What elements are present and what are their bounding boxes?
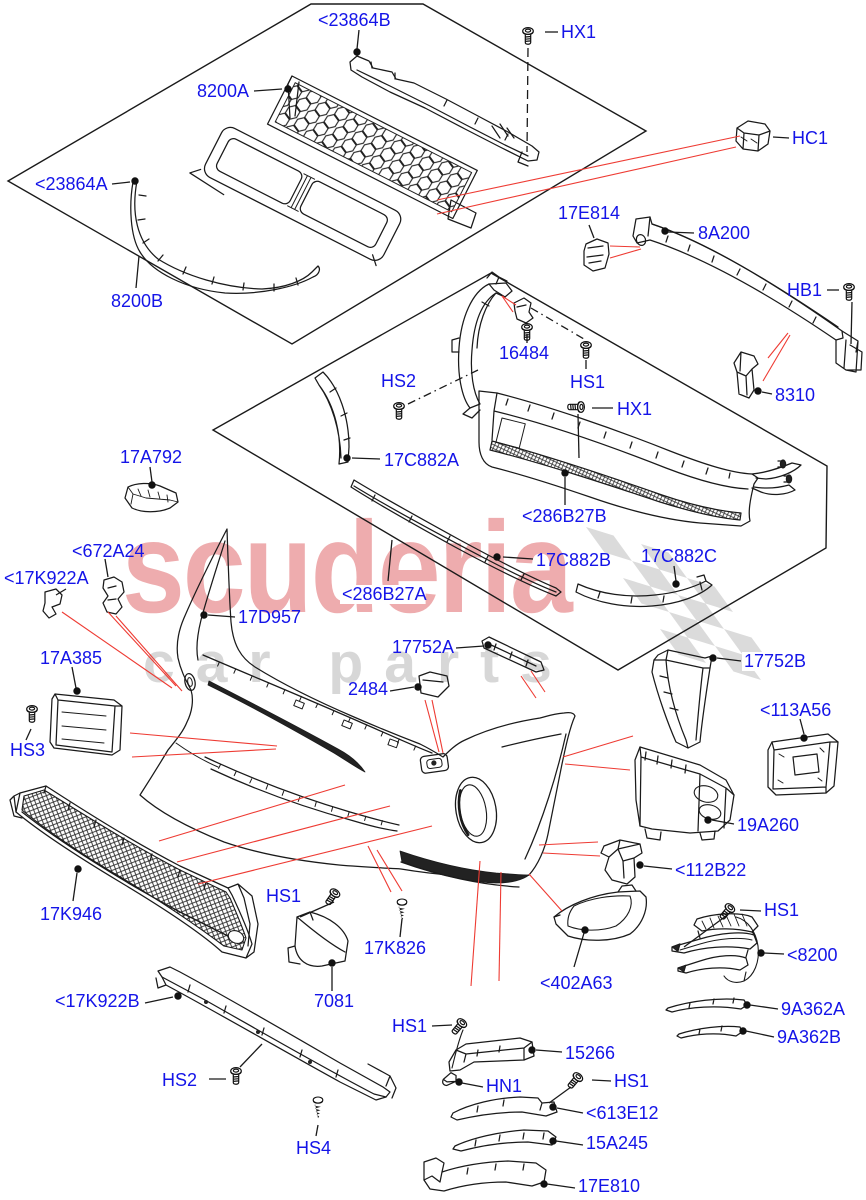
svg-text:HX1: HX1 (561, 22, 596, 42)
svg-text:HS1: HS1 (392, 1016, 427, 1036)
svg-text:HN1: HN1 (486, 1076, 522, 1096)
svg-text:<8200: <8200 (787, 945, 838, 965)
svg-text:15A245: 15A245 (586, 1133, 648, 1153)
svg-text:<613E12: <613E12 (586, 1103, 659, 1123)
svg-text:8310: 8310 (775, 385, 815, 405)
svg-text:8A200: 8A200 (698, 223, 750, 243)
svg-text:<113A56: <113A56 (760, 700, 831, 720)
svg-text:<17K922A: <17K922A (4, 568, 89, 588)
svg-text:17A792: 17A792 (120, 447, 182, 467)
svg-text:<286B27A: <286B27A (342, 584, 427, 604)
svg-text:8200B: 8200B (111, 291, 163, 311)
svg-text:16484: 16484 (499, 343, 549, 363)
svg-text:HB1: HB1 (787, 280, 822, 300)
svg-text:HS4: HS4 (296, 1138, 331, 1158)
svg-text:HS2: HS2 (381, 371, 416, 391)
svg-text:HX1: HX1 (617, 399, 652, 419)
svg-text:17C882A: 17C882A (384, 450, 459, 470)
svg-text:9A362A: 9A362A (781, 999, 845, 1019)
svg-text:HS1: HS1 (570, 372, 605, 392)
svg-text:2484: 2484 (348, 679, 388, 699)
svg-text:<112B22: <112B22 (675, 860, 746, 880)
svg-text:17K946: 17K946 (40, 904, 102, 924)
svg-text:17D957: 17D957 (238, 607, 301, 627)
svg-text:17E814: 17E814 (558, 203, 620, 223)
svg-text:9A362B: 9A362B (777, 1027, 841, 1047)
svg-text:17752A: 17752A (392, 637, 454, 657)
svg-text:HS1: HS1 (266, 886, 301, 906)
svg-text:<672A24: <672A24 (72, 541, 145, 561)
svg-text:17752B: 17752B (744, 651, 806, 671)
svg-text:<23864B: <23864B (318, 10, 391, 30)
svg-text:scuderia: scuderia (122, 495, 574, 640)
svg-text:8200A: 8200A (197, 81, 249, 101)
svg-text:<402A63: <402A63 (540, 973, 613, 993)
svg-text:17E810: 17E810 (578, 1176, 640, 1196)
svg-text:HS1: HS1 (614, 1071, 649, 1091)
svg-text:7081: 7081 (314, 991, 354, 1011)
svg-text:17A385: 17A385 (40, 648, 102, 668)
svg-text:<286B27B: <286B27B (522, 506, 607, 526)
svg-text:17C882C: 17C882C (641, 546, 717, 566)
svg-text:HC1: HC1 (792, 128, 828, 148)
svg-text:HS2: HS2 (162, 1070, 197, 1090)
svg-text:HS1: HS1 (764, 900, 799, 920)
svg-text:17K826: 17K826 (364, 938, 426, 958)
svg-text:HS3: HS3 (10, 740, 45, 760)
svg-text:<17K922B: <17K922B (55, 991, 140, 1011)
svg-text:15266: 15266 (565, 1043, 615, 1063)
svg-text:19A260: 19A260 (737, 815, 799, 835)
svg-text:17C882B: 17C882B (536, 550, 611, 570)
svg-text:<23864A: <23864A (35, 174, 108, 194)
